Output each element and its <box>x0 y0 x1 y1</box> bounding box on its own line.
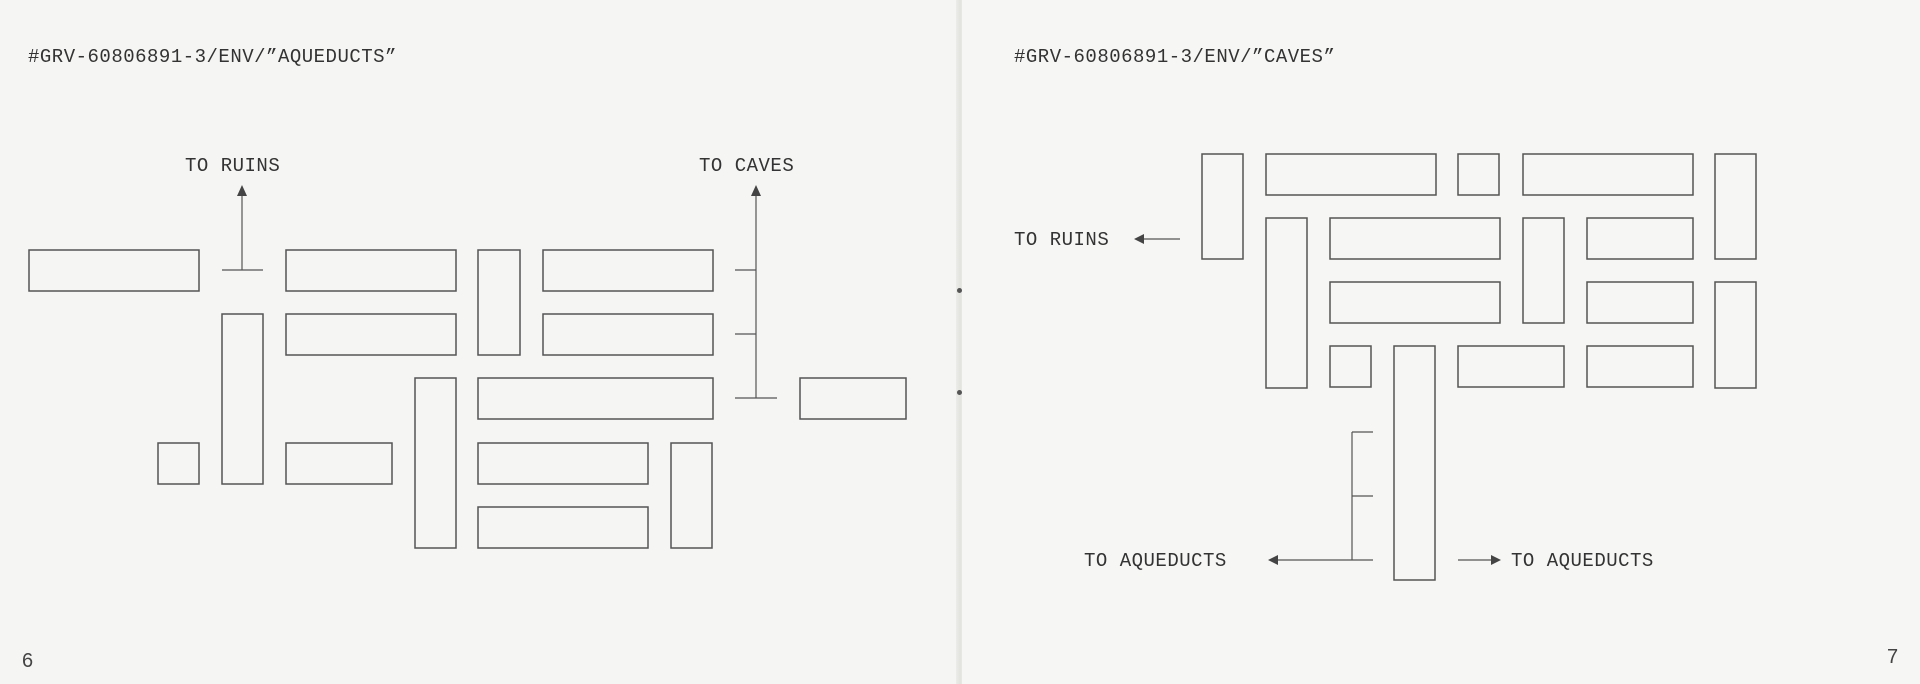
room-block <box>1457 153 1500 196</box>
room-block <box>1586 217 1694 260</box>
label-to-aqueducts-left: TO AQUEDUCTS <box>1084 550 1227 572</box>
room-block <box>542 249 714 292</box>
room-block <box>1201 153 1244 260</box>
room-block <box>1265 217 1308 389</box>
arrow-left-icon <box>1268 555 1278 565</box>
right-page-header: #GRV-60806891-3/ENV/”CAVES” <box>1014 46 1336 68</box>
room-block <box>1393 345 1436 581</box>
room-block <box>477 377 714 420</box>
room-block <box>1714 153 1757 260</box>
label-to-caves: TO CAVES <box>699 155 795 177</box>
room-block <box>1522 153 1694 196</box>
label-to-ruins: TO RUINS <box>185 155 281 177</box>
caves-map <box>1134 153 1757 581</box>
room-block <box>1329 345 1372 388</box>
room-block <box>414 377 457 549</box>
room-block <box>1522 217 1565 324</box>
label-to-aqueducts-right: TO AQUEDUCTS <box>1511 550 1654 572</box>
label-to-ruins: TO RUINS <box>1014 229 1110 251</box>
arrow-left-icon <box>1134 234 1144 244</box>
page-number: 6 <box>22 650 34 672</box>
room-block <box>221 313 264 485</box>
room-block <box>477 506 649 549</box>
binding-dot <box>957 288 962 293</box>
room-block <box>157 442 200 485</box>
room-block <box>1457 345 1565 388</box>
room-block <box>1586 281 1694 324</box>
room-block <box>799 377 907 420</box>
room-block <box>477 249 521 356</box>
arrow-up-icon <box>751 185 761 196</box>
binding-dot <box>957 390 962 395</box>
room-block <box>285 313 457 356</box>
book-gutter <box>956 0 964 684</box>
room-block <box>1586 345 1694 388</box>
room-block <box>28 249 200 292</box>
left-page-header: #GRV-60806891-3/ENV/”AQUEDUCTS” <box>28 46 397 68</box>
room-block <box>1329 217 1501 260</box>
aqueducts-map <box>28 185 907 549</box>
page-number: 7 <box>1887 646 1899 668</box>
room-block <box>285 249 457 292</box>
left-page: #GRV-60806891-3/ENV/”AQUEDUCTS” TO RUINS… <box>0 0 958 684</box>
arrow-right-icon <box>1491 555 1501 565</box>
room-block <box>477 442 649 485</box>
room-block <box>1714 281 1757 389</box>
room-block <box>285 442 393 485</box>
room-block <box>1329 281 1501 324</box>
room-block <box>1265 153 1437 196</box>
room-block <box>542 313 714 356</box>
right-page: #GRV-60806891-3/ENV/”CAVES” TO RUINS TO <box>962 0 1920 684</box>
arrow-up-icon <box>237 185 247 196</box>
room-block <box>670 442 713 549</box>
